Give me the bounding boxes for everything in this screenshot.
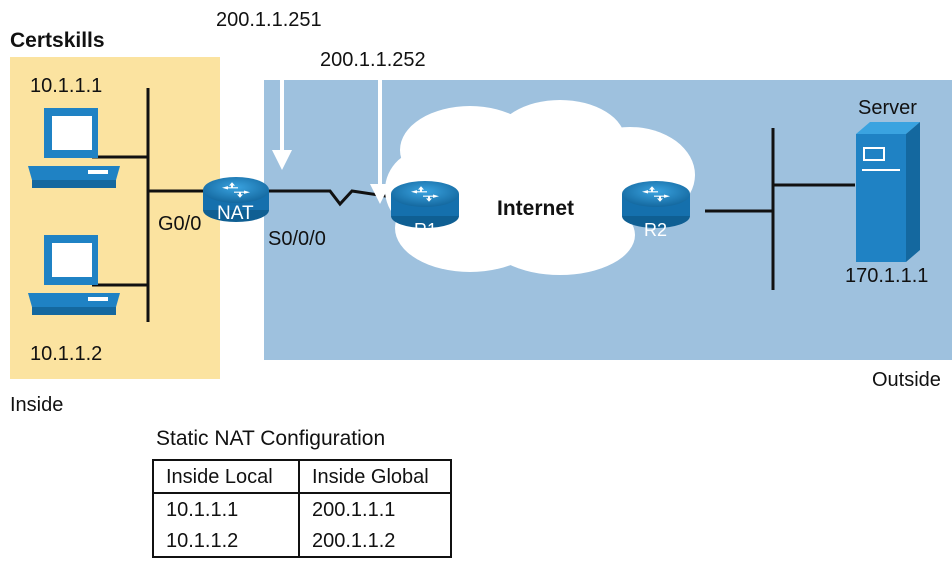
server-label: Server xyxy=(858,97,917,119)
pointer-arrow-252 xyxy=(370,80,390,204)
pc1-icon xyxy=(28,108,120,188)
nat-table-title: Static NAT Configuration xyxy=(156,427,386,450)
inside-label: Inside xyxy=(10,394,64,416)
internet-label: Internet xyxy=(497,197,575,220)
pointer-arrow-251 xyxy=(272,80,292,170)
table-row: 10.1.1.1 200.1.1.1 xyxy=(152,493,452,525)
table-cell-global: 200.1.1.2 xyxy=(298,525,452,558)
pointer-252-label: 200.1.1.252 xyxy=(320,49,426,71)
table-cell-local: 10.1.1.1 xyxy=(152,493,300,525)
serial-link xyxy=(268,189,393,207)
r2-router-label: R2 xyxy=(644,220,668,240)
table-header-inside-local: Inside Local xyxy=(152,459,300,494)
server-ip-label: 170.1.1.1 xyxy=(845,265,929,287)
nat-router-icon xyxy=(203,177,269,222)
table-header-row: Inside Local Inside Global xyxy=(152,459,452,494)
pc2-ip-label: 10.1.1.2 xyxy=(30,343,103,365)
r1-router-label: R1 xyxy=(414,220,438,240)
nat-router-label: NAT xyxy=(217,203,254,224)
pc2-icon xyxy=(28,235,120,315)
static-nat-table: Inside Local Inside Global 10.1.1.1 200.… xyxy=(152,459,452,558)
s0-interface-label: S0/0/0 xyxy=(268,228,326,250)
table-cell-local: 10.1.1.2 xyxy=(152,525,300,558)
outside-label: Outside xyxy=(872,369,941,391)
outside-lan xyxy=(705,128,855,290)
table-cell-global: 200.1.1.1 xyxy=(298,493,452,525)
table-row: 10.1.1.2 200.1.1.2 xyxy=(152,525,452,558)
r1-router-icon xyxy=(391,181,459,228)
pointer-251-label: 200.1.1.251 xyxy=(216,9,322,31)
r2-router-icon xyxy=(622,181,690,228)
company-label: Certskills xyxy=(10,29,105,52)
pc1-ip-label: 10.1.1.1 xyxy=(30,75,103,97)
server-icon xyxy=(856,122,920,262)
table-header-inside-global: Inside Global xyxy=(298,459,452,494)
g0-interface-label: G0/0 xyxy=(158,213,202,235)
inside-lan xyxy=(92,88,205,322)
